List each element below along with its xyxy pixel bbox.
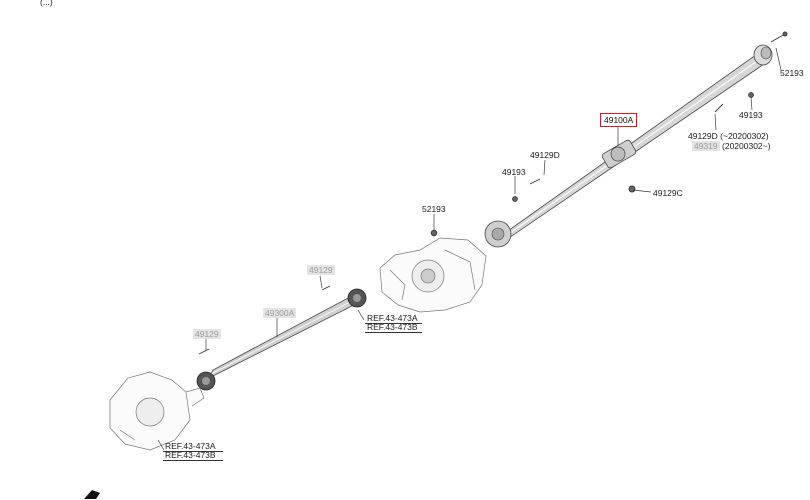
part-label-49319[interactable]: 49319 (20200302~) [692, 141, 770, 151]
part-label-49300A[interactable]: 49300A [263, 308, 297, 318]
part-label-52193-mid[interactable]: 52193 [422, 204, 446, 214]
part-label-49129D-right[interactable]: 49129D (~20200302) [688, 131, 769, 141]
front-axle-sketch [109, 371, 205, 451]
part-label-49100A-highlighted[interactable]: 49100A [600, 113, 638, 127]
part-label-49129C[interactable]: 49129C [653, 188, 683, 198]
part-date-range: (~20200302) [720, 131, 769, 141]
part-label-49129D-mid[interactable]: 49129D [530, 150, 560, 160]
reference-underline [163, 460, 223, 461]
fasteners [198, 31, 788, 355]
part-label-52193-top[interactable]: 52193 [780, 68, 804, 78]
rear-propeller-shaft [484, 44, 773, 248]
reference-underline [163, 451, 223, 452]
front-propeller-shaft [196, 288, 367, 391]
reference-link-low-a[interactable]: REF.43-473A [165, 441, 216, 451]
reference-link-mid-a[interactable]: REF.43-473A [367, 313, 418, 323]
reference-link-mid-b[interactable]: REF.43-473B [367, 322, 418, 332]
part-label-49193-right[interactable]: 49193 [739, 110, 763, 120]
part-number-superseded: 49319 [692, 141, 720, 151]
reference-link-low-b[interactable]: REF.43-473B [165, 450, 216, 460]
reference-underline [365, 332, 422, 333]
part-number: 49129D [688, 131, 718, 141]
reference-underline [365, 323, 422, 324]
corner-arrow-icon [84, 490, 100, 499]
part-date-range: (20200302~) [722, 141, 771, 151]
leader-lines [157, 47, 782, 451]
part-label-49129-lower[interactable]: 49129 [193, 329, 221, 339]
transfer-case-sketch [379, 237, 487, 313]
part-label-49129-upper[interactable]: 49129 [307, 265, 335, 275]
part-label-49193-mid[interactable]: 49193 [502, 167, 526, 177]
top-corner-fragment: (...) [40, 0, 53, 7]
